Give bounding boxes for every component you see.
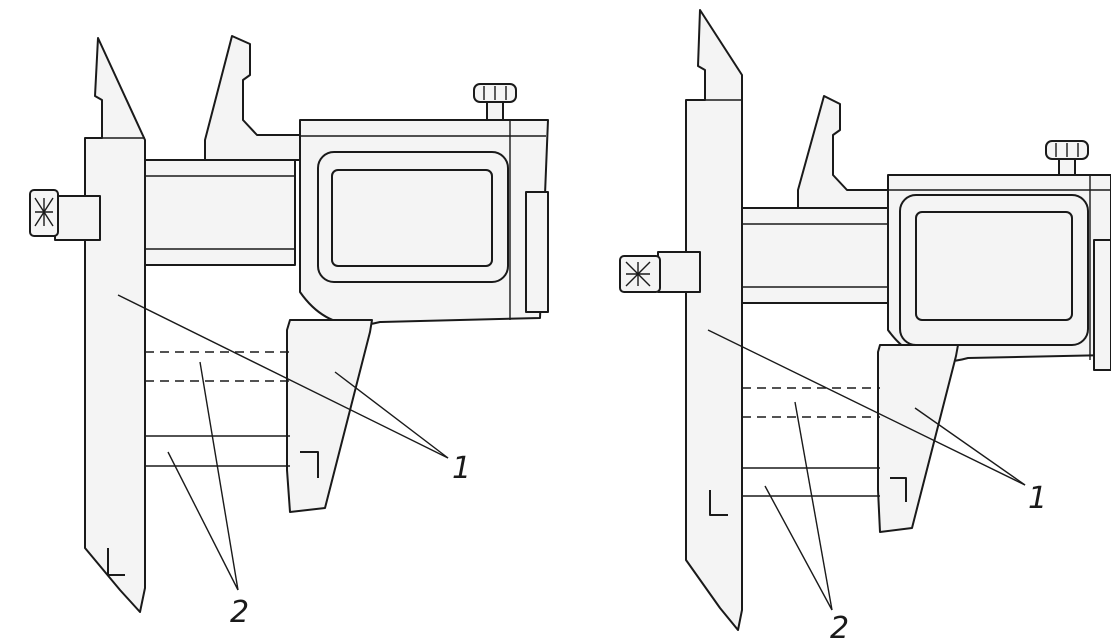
- lock-screw-icon: [29, 189, 101, 241]
- thumb-roller-icon: [473, 83, 517, 121]
- movable-jaw: [286, 319, 373, 513]
- slider-body: [887, 174, 1111, 371]
- thumb-roller-icon: [1045, 140, 1089, 176]
- measuring-surfaces: [742, 387, 880, 497]
- fixed-jaw: [685, 9, 743, 631]
- callout-label: 2: [230, 595, 249, 630]
- callout-label: 1: [1028, 481, 1047, 516]
- callout-label: 1: [452, 451, 471, 486]
- upper-slider-jaw: [204, 35, 301, 161]
- caliper-right: 1 2: [619, 9, 1111, 640]
- caliper-beam: [139, 159, 296, 266]
- lock-screw-icon: [619, 251, 701, 293]
- caliper-left: 1 2: [29, 35, 549, 630]
- leader-lines: [707, 329, 1026, 611]
- movable-jaw: [877, 344, 959, 533]
- slider-body: [299, 119, 549, 326]
- fixed-jaw-notch: [709, 490, 728, 516]
- leader-lines: [117, 294, 449, 591]
- upper-slider-jaw: [797, 95, 891, 209]
- fixed-jaw-notch: [107, 548, 125, 576]
- fixed-jaw: [84, 37, 146, 613]
- caliper-beam: [739, 207, 891, 304]
- callout-label: 2: [830, 611, 849, 640]
